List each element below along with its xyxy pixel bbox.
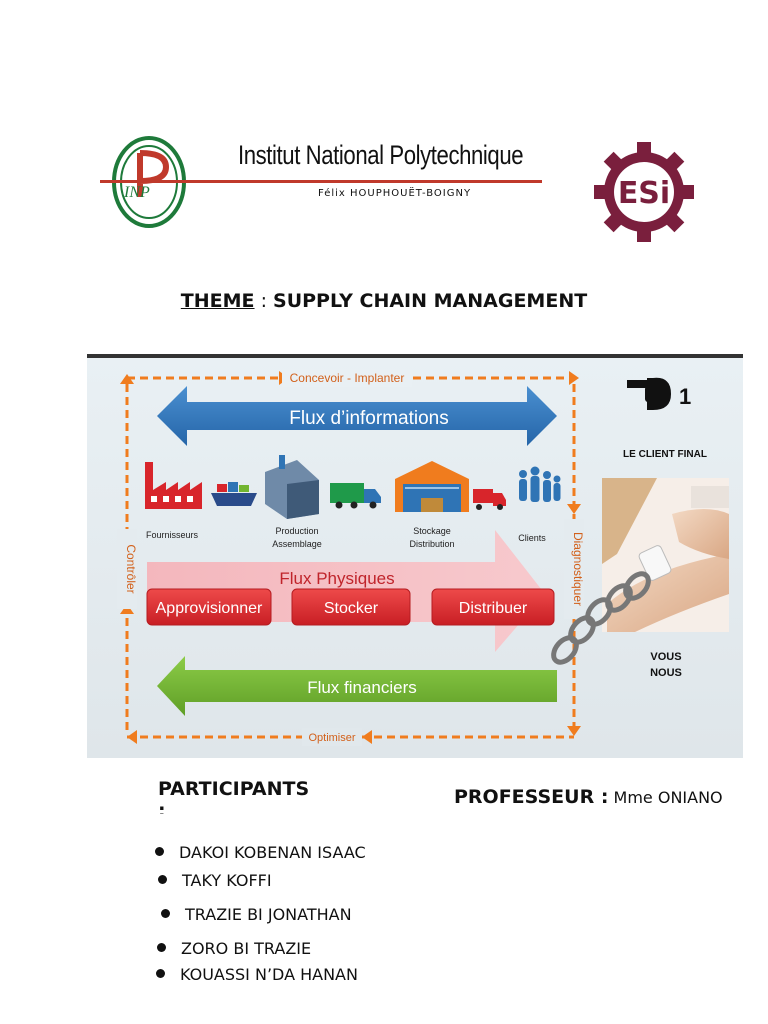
nous-label: NOUS — [650, 667, 682, 679]
loop-arrowheads — [120, 371, 581, 744]
professor-line: PROFESSEUR : Mme ONIANO — [454, 786, 723, 808]
loop-label-top: Concevoir - Implanter — [290, 371, 405, 385]
participants-heading: PARTICIPANTS : — [158, 778, 309, 814]
client-final-label: LE CLIENT FINAL — [623, 449, 707, 460]
header-rule — [100, 180, 542, 183]
institution-title: Institut National Polytechnique — [238, 140, 524, 170]
warehouse-icon — [395, 461, 469, 512]
bullet-icon — [156, 969, 165, 978]
info-flow-arrow — [157, 386, 557, 446]
participant-name: DAKOI KOBENAN ISAAC — [179, 843, 366, 862]
loop-label-left: Contrôler — [124, 544, 138, 593]
participant-item: ZORO BI TRAZIE — [157, 939, 311, 958]
factory-icon — [145, 462, 202, 509]
actor-label-clients: Clients — [518, 533, 546, 543]
participants-colon: : — [158, 800, 166, 814]
bullet-icon — [161, 909, 170, 918]
participant-name: TRAZIE BI JONATHAN — [185, 905, 352, 924]
theme-value: SUPPLY CHAIN MANAGEMENT — [273, 290, 588, 312]
participant-name: KOUASSI N’DA HANAN — [180, 965, 358, 984]
small-truck-icon — [473, 489, 506, 510]
actor-label-fournisseurs: Fournisseurs — [146, 530, 199, 540]
professor-name: Mme ONIANO — [613, 788, 723, 807]
diagram-top-border — [87, 354, 743, 358]
professor-label: PROFESSEUR : — [454, 786, 609, 808]
svg-text:INP: INP — [123, 184, 150, 201]
financial-flow-label: Flux financiers — [307, 678, 417, 697]
loop-label-right: Diagnostiquer — [571, 532, 585, 606]
action-box-distribuer — [431, 588, 555, 626]
participant-item: TAKY KOFFI — [158, 871, 272, 890]
participant-name: TAKY KOFFI — [182, 871, 272, 890]
vous-label: VOUS — [650, 651, 681, 663]
client-photo — [602, 478, 729, 632]
people-icon — [519, 466, 561, 502]
loop-label-bottom: Optimiser — [308, 732, 355, 744]
theme-heading: THEME : SUPPLY CHAIN MANAGEMENT — [0, 290, 768, 312]
participants-title: PARTICIPANTS — [158, 778, 310, 800]
pointing-hand-icon — [627, 377, 671, 410]
action-label-approvisionner: Approvisionner — [156, 600, 263, 617]
physical-flow-label: Flux Physiques — [279, 569, 394, 588]
pointer-number: 1 — [679, 384, 691, 409]
ship-icon — [211, 482, 257, 506]
esi-logo: ESi — [594, 142, 694, 242]
supply-chain-diagram: Concevoir - Implanter Optimiser Contrôle… — [87, 354, 743, 758]
participant-item: DAKOI KOBENAN ISAAC — [155, 843, 366, 862]
action-box-stocker — [291, 588, 411, 626]
theme-separator: : — [254, 290, 274, 312]
info-flow-label: Flux d’informations — [289, 408, 448, 429]
bullet-icon — [155, 847, 164, 856]
action-label-stocker: Stocker — [324, 600, 379, 617]
participant-item: TRAZIE BI JONATHAN — [161, 905, 352, 924]
building-icon — [265, 455, 319, 519]
participant-item: KOUASSI N’DA HANAN — [156, 965, 358, 984]
bullet-icon — [157, 943, 166, 952]
theme-label: THEME — [180, 290, 255, 312]
participant-name: ZORO BI TRAZIE — [181, 939, 312, 958]
truck-icon — [330, 483, 381, 509]
bullet-icon — [158, 875, 167, 884]
action-label-distribuer: Distribuer — [459, 600, 528, 617]
svg-text:ESi: ESi — [618, 176, 670, 211]
chain-icon — [551, 571, 651, 665]
institution-subtitle: Félix HOUPHOUËT-BOIGNY — [318, 188, 472, 199]
financial-flow-arrow — [157, 656, 557, 716]
action-box-approvisionner — [146, 588, 272, 626]
